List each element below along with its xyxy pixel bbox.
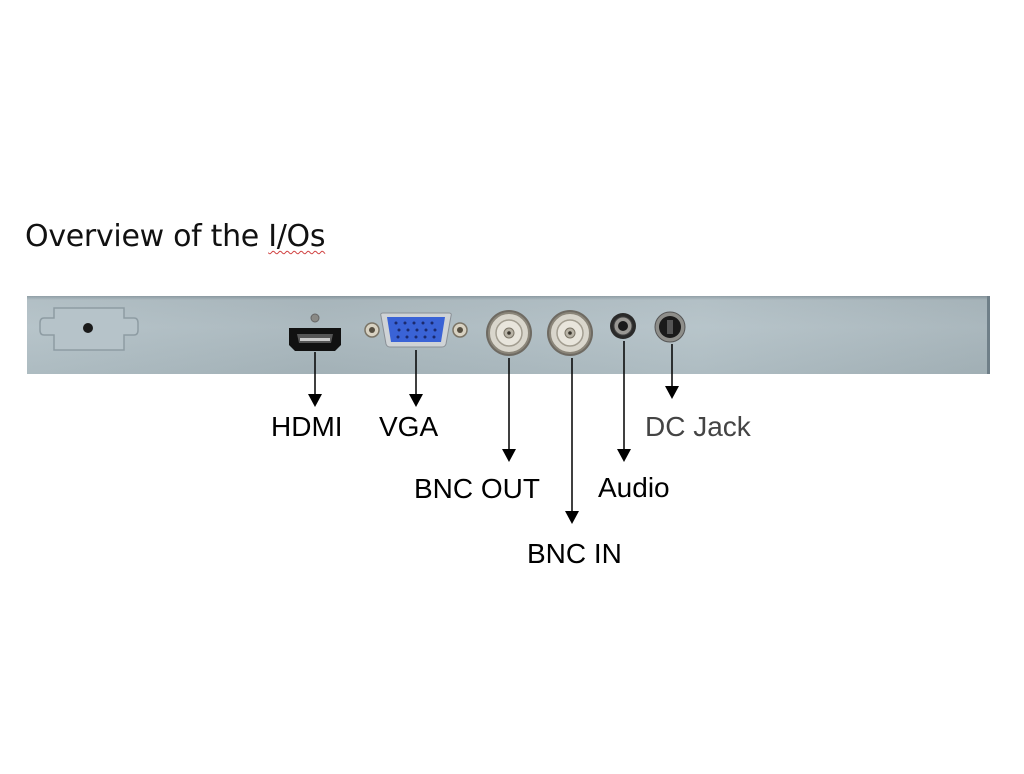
audio-arrow (617, 341, 631, 462)
screw-hole-icon (83, 323, 93, 333)
dc-jack-icon (654, 311, 686, 343)
hdmi-label: HDMI (271, 411, 343, 442)
mounting-bracket (39, 307, 139, 351)
bnc-in-label: BNC IN (527, 538, 622, 569)
dc-jack-arrow (665, 344, 679, 399)
vga-port-icon (364, 312, 468, 348)
bnc-in-port-icon (547, 310, 593, 356)
bnc-out-port-icon (486, 310, 532, 356)
vga-arrow (409, 350, 423, 407)
bnc-out-label: BNC OUT (414, 473, 540, 504)
bnc-in-arrow (565, 358, 579, 524)
title-text: Overview of the (25, 219, 269, 254)
audio-jack-icon (610, 313, 636, 339)
io-panel-photo (27, 296, 990, 374)
hdmi-arrow (308, 352, 322, 407)
title-ios-text: I/Os (268, 219, 326, 254)
dc-jack-label: DC Jack (645, 411, 751, 442)
page-title: Overview of the I/Os (25, 219, 326, 254)
hdmi-port-icon (289, 313, 341, 351)
audio-label: Audio (598, 472, 670, 503)
bnc-out-arrow (502, 358, 516, 462)
vga-label: VGA (379, 411, 439, 442)
